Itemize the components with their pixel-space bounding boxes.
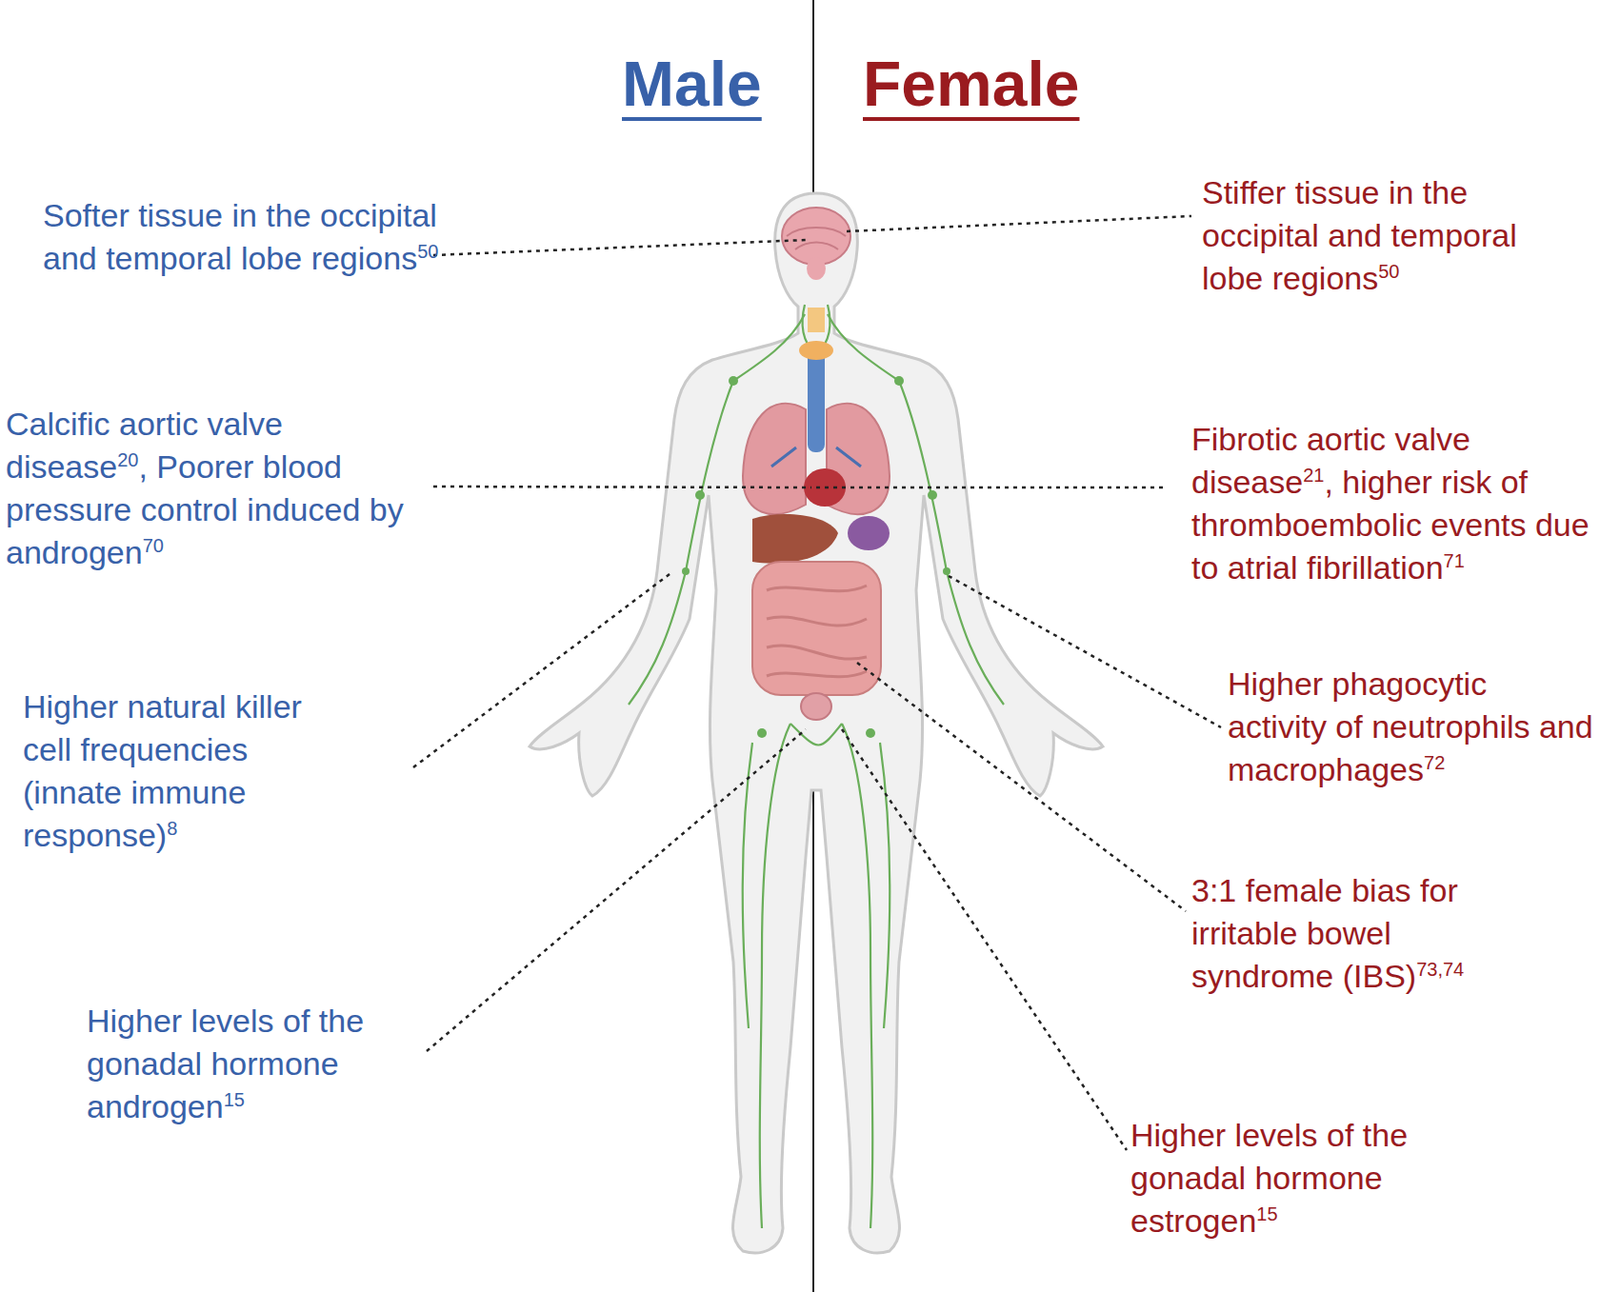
citation-number: 71 xyxy=(1443,550,1465,572)
annotation-text: Softer tissue in the occipital and tempo… xyxy=(42,197,438,277)
citation-number: 8 xyxy=(166,818,178,840)
annotation: 3:1 female bias for irritable bowel synd… xyxy=(1191,869,1520,999)
citation-number: 70 xyxy=(142,535,164,557)
citation-number: 50 xyxy=(417,240,439,262)
citation-number: 15 xyxy=(1256,1203,1278,1225)
citation-number: 21 xyxy=(1302,464,1324,486)
citation-number: 73,74 xyxy=(1416,959,1464,980)
human-figure xyxy=(529,193,1103,1254)
female-heading: Female xyxy=(862,47,1080,120)
citation-number: 20 xyxy=(117,449,139,471)
citation-number: 72 xyxy=(1423,752,1445,774)
annotation-text: Stiffer tissue in the occipital and temp… xyxy=(1201,174,1518,297)
annotation: Higher levels of the gonadal hormone and… xyxy=(86,1000,420,1129)
citation-number: 15 xyxy=(223,1089,245,1111)
annotation: Fibrotic aortic valve disease21, higher … xyxy=(1191,418,1592,590)
leader-lines xyxy=(413,216,1221,1151)
citation-number: 50 xyxy=(1378,260,1400,282)
annotation: Higher natural killer cell frequencies (… xyxy=(22,685,352,858)
annotation-text: Higher phagocytic activity of neutrophil… xyxy=(1227,665,1594,788)
annotation: Higher phagocytic activity of neutrophil… xyxy=(1227,662,1595,792)
annotation: Softer tissue in the occipital and tempo… xyxy=(42,194,443,280)
annotation-text: Higher natural killer cell frequencies (… xyxy=(22,688,302,854)
annotation: Stiffer tissue in the occipital and temp… xyxy=(1201,171,1526,300)
annotation: Calcific aortic valve disease20, Poorer … xyxy=(5,402,430,575)
annotation: Higher levels of the gonadal hormone est… xyxy=(1130,1114,1464,1243)
male-heading: Male xyxy=(621,47,762,120)
